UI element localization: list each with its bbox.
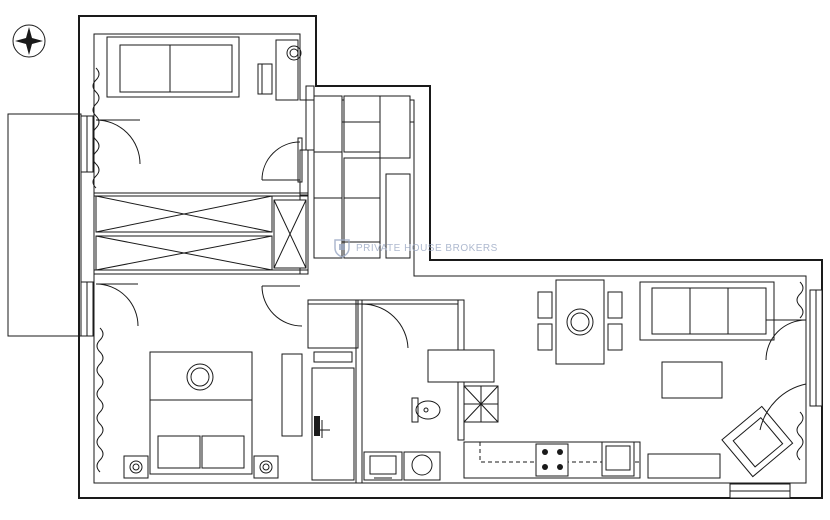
ventilation-shaft — [463, 385, 499, 423]
balcony — [7, 113, 82, 337]
hall-wardrobe — [313, 95, 411, 259]
sofa-bedroom-top — [106, 36, 240, 98]
shower — [311, 351, 355, 481]
dining-table — [537, 279, 623, 365]
toilet — [411, 397, 441, 423]
coffee-table — [661, 361, 723, 399]
curtain-left-top — [92, 67, 141, 189]
stove-hob — [535, 443, 569, 477]
door-bedroom-top — [261, 137, 303, 183]
window-left-bottom — [80, 281, 94, 337]
shield-logo-icon — [334, 239, 350, 258]
bed-double — [149, 351, 253, 475]
bathtub-cabinet — [427, 349, 495, 383]
wardrobe-hall — [273, 199, 307, 269]
window-bottom — [729, 483, 791, 499]
sofa-living — [639, 281, 775, 341]
watermark-text: PRIVATE HOUSE BROKERS — [356, 243, 498, 254]
kitchen-sink — [601, 441, 635, 477]
washing-machine — [403, 451, 441, 481]
watermark: PRIVATE HOUSE BROKERS — [334, 239, 498, 258]
washbasin — [363, 451, 403, 481]
nightstands — [123, 455, 279, 479]
kitchen-counter — [463, 441, 721, 479]
wardrobe-top — [95, 195, 273, 271]
door-bathroom — [361, 303, 409, 349]
window-right — [759, 281, 823, 461]
window-left-top — [80, 115, 94, 173]
compass-rose-icon — [12, 24, 46, 58]
armchair — [721, 405, 794, 478]
curtain-left-bottom — [95, 283, 139, 473]
wall-shelf — [281, 353, 303, 437]
desk-top — [257, 39, 302, 101]
door-bedroom-bottom — [261, 285, 303, 327]
